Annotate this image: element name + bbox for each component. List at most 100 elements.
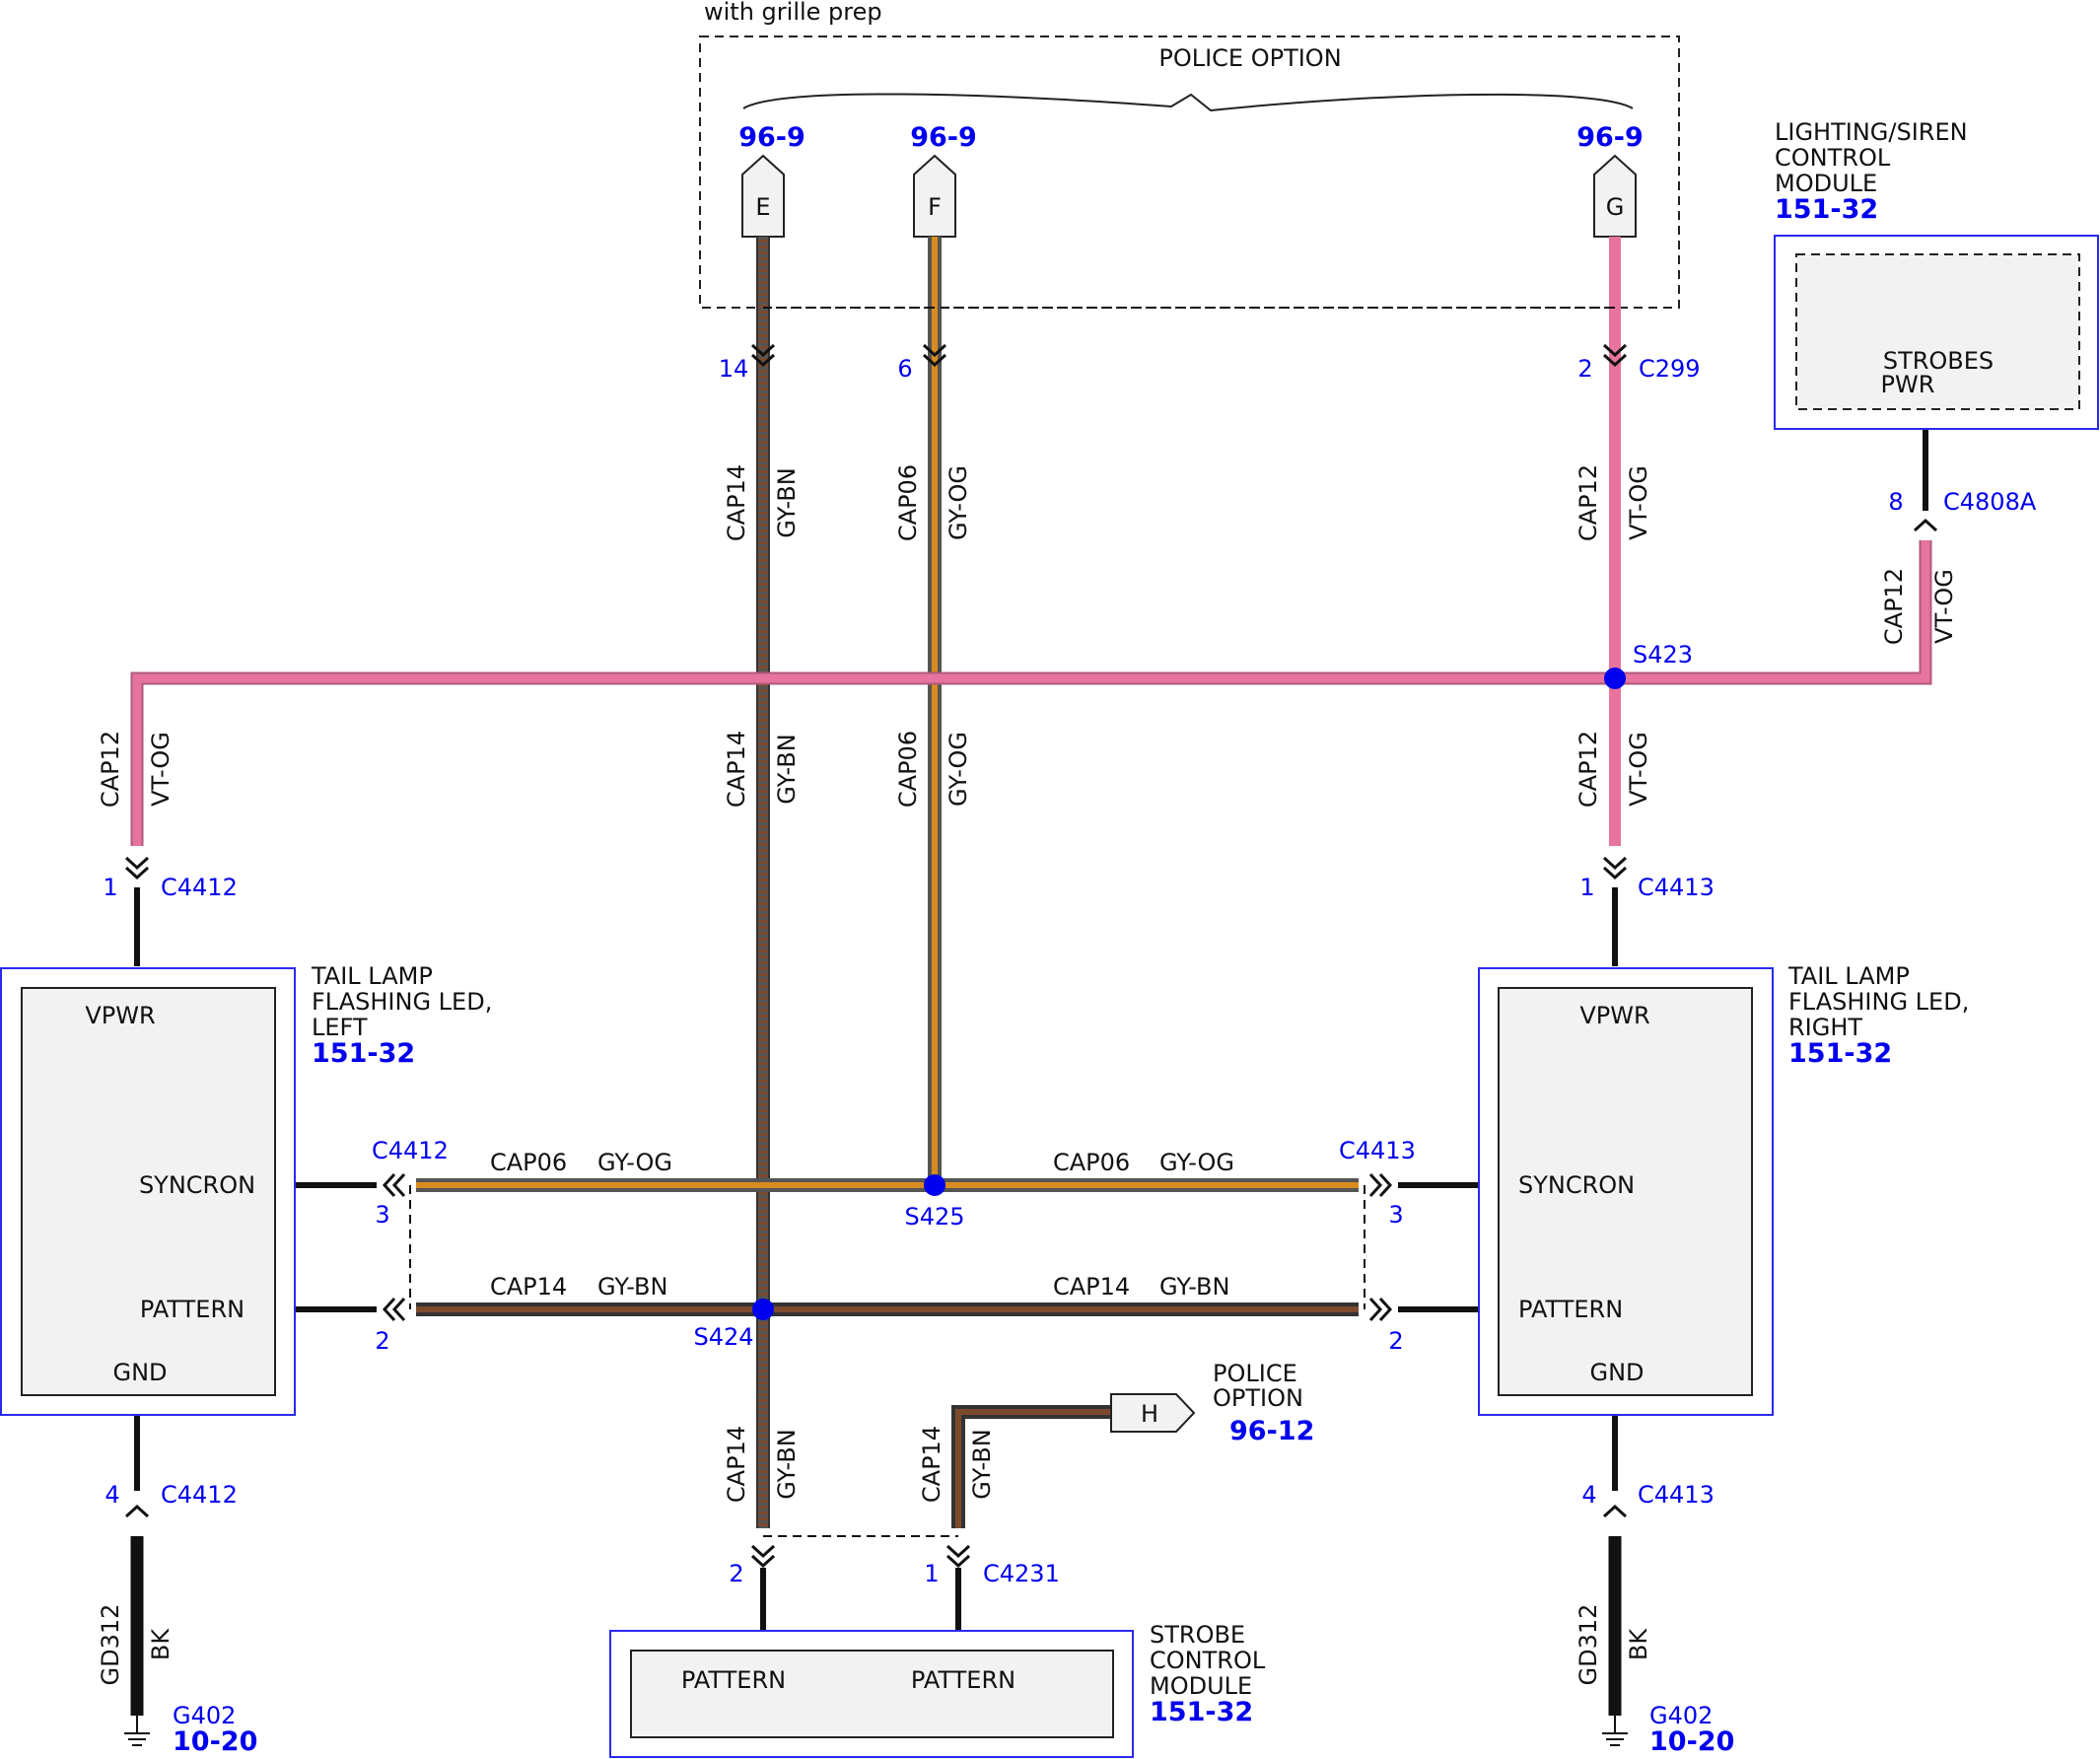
lighting-module-title-1: LIGHTING/SIREN [1775,118,1968,146]
ground-left-page-link[interactable]: 10-20 [173,1726,257,1757]
c4413-pin1-number: 1 [1579,874,1594,901]
c4412-name-syncron: C4412 [372,1137,449,1164]
strobe-module-page-link[interactable]: 151-32 [1150,1697,1253,1727]
splice-s423-dot[interactable] [1604,668,1626,689]
strobe-module-title-2: CONTROL [1150,1647,1266,1674]
c4413-name-gnd: C4413 [1638,1481,1715,1509]
label-cap12-lighting: CAP12 [1880,568,1908,645]
splice-s425-label: S425 [904,1203,964,1231]
police-option-brace [742,93,1634,112]
c299-pin14: 14 [719,355,749,383]
pin-e-page[interactable]: 96-9 [738,122,805,153]
label-bk-right: BK [1625,1628,1652,1660]
c4412-pin1-symbol [124,856,150,880]
tail-lamp-right-title-2: FLASHING LED, [1788,988,1969,1016]
tail-lamp-right-title-1: TAIL LAMP [1787,962,1910,990]
c4231-pin1-symbol [945,1544,971,1569]
c4231-pin1-number: 1 [924,1560,939,1587]
c299-pin6: 6 [897,355,912,383]
c4413-pin4-number: 4 [1581,1481,1596,1509]
tail-lamp-right-inner-box [1498,987,1753,1396]
label-cap14-right: CAP14 [1053,1273,1130,1301]
tail-lamp-left-gnd: GND [112,1359,167,1386]
label-gyog-mid: GY-OG [945,732,972,807]
label-cap06-mid: CAP06 [894,731,922,808]
c4413-pin1-symbol [1602,856,1628,880]
pin-g-connector-icon [1593,154,1637,238]
police-option-h-title-1: POLICE [1213,1360,1297,1387]
label-vtog-upper: VT-OG [1625,465,1652,540]
c4231-pin2-number: 2 [729,1560,743,1587]
police-option-h-title-2: OPTION [1213,1384,1303,1412]
c4413-pin3-number: 3 [1388,1201,1403,1229]
tail-lamp-right-page-link[interactable]: 151-32 [1788,1038,1892,1069]
c4231-pin2-symbol [750,1544,776,1569]
pin-e-label: E [755,193,770,221]
tail-lamp-left-vpwr: VPWR [85,1002,155,1029]
splice-s424-dot[interactable] [752,1299,774,1320]
lighting-module-pin-line-2: PWR [1881,371,1935,398]
c4412-pin4-number: 4 [105,1481,119,1509]
label-cap12-upper: CAP12 [1575,464,1602,541]
label-gd312-left: GD312 [97,1604,124,1686]
police-option-h-page-link[interactable]: 96-12 [1229,1416,1314,1446]
tail-lamp-left: VPWR SYNCRON PATTERN GND TAIL LAMP FLASH… [0,874,492,1509]
label-gybn-lower: GY-BN [773,1429,801,1499]
connector-symbols [124,307,1938,1569]
label-cap14-police-h: CAP14 [918,1426,945,1503]
c4231-name: C4231 [983,1560,1060,1587]
ground-left-icon [124,1716,150,1746]
tail-lamp-right-syncron: SYNCRON [1518,1171,1635,1199]
police-option-top: with grille prep POLICE OPTION 96-9 96-9… [699,0,1680,309]
pin-f-connector-icon [913,154,956,238]
c4412-pin3-symbol [382,1172,406,1198]
c4413-pin2-number: 2 [1388,1327,1403,1355]
lighting-module-pin-line-1: STROBES [1883,347,1994,375]
label-gyog-left: GY-OG [597,1149,672,1176]
splice-s425-dot[interactable] [924,1174,945,1196]
ground-right-page-link[interactable]: 10-20 [1649,1726,1734,1757]
splice-s423-label: S423 [1633,641,1693,668]
pin-g-page[interactable]: 96-9 [1576,122,1644,153]
label-cap14-upper: CAP14 [723,464,750,541]
label-gybn-right: GY-BN [1159,1273,1229,1301]
label-vtog-mid: VT-OG [1625,732,1652,807]
lighting-module-page-link[interactable]: 151-32 [1775,194,1878,225]
label-cap12-mid: CAP12 [1575,731,1602,808]
police-option-h: H POLICE OPTION 96-12 [1110,1360,1314,1446]
c4413-name-syncron: C4413 [1339,1137,1416,1164]
lighting-module-title-3: MODULE [1775,170,1877,197]
vertical-wire-labels: CAP14 GY-BN CAP06 GY-OG CAP12 VT-OG CAP1… [97,464,1958,1686]
c4412-name-vpwr: C4412 [161,874,238,901]
splice-s424-label: S424 [693,1323,753,1351]
tail-lamp-right-title-3: RIGHT [1788,1014,1862,1041]
pin-e-connector-icon [741,154,785,238]
pin-f-page[interactable]: 96-9 [910,122,977,153]
c4413-pin3-symbol [1368,1172,1393,1198]
ground-right-name: G402 [1649,1702,1713,1729]
police-option-dashed-box [699,35,1680,309]
c299-pin2: 2 [1577,355,1592,383]
tail-lamp-left-pattern: PATTERN [140,1296,245,1323]
label-gybn-left: GY-BN [597,1273,667,1301]
label-gybn-mid: GY-BN [773,734,801,804]
label-cap06-upper: CAP06 [894,464,922,541]
ground-right-icon [1602,1716,1628,1746]
c4808a-name: C4808A [1943,488,2037,516]
c299-pin2-symbol [1602,343,1628,368]
label-cap12-left: CAP12 [97,731,124,808]
ground-left-name: G402 [173,1702,236,1729]
c299-pin14-symbol [750,343,776,368]
grille-prep-note: with grille prep [704,0,882,26]
pin-g-label: G [1606,193,1625,221]
tail-lamp-left-title-2: FLASHING LED, [312,988,492,1016]
c4412-pin3-number: 3 [375,1201,389,1229]
pin-f-label: F [928,193,942,221]
c299-name: C299 [1639,355,1701,383]
c4808a-pin-number: 8 [1888,488,1903,516]
label-cap06-right: CAP06 [1053,1149,1130,1176]
tail-lamp-left-page-link[interactable]: 151-32 [312,1038,415,1069]
c4412-pin2-symbol [382,1297,406,1322]
c4413-pin4-symbol [1602,1504,1628,1518]
